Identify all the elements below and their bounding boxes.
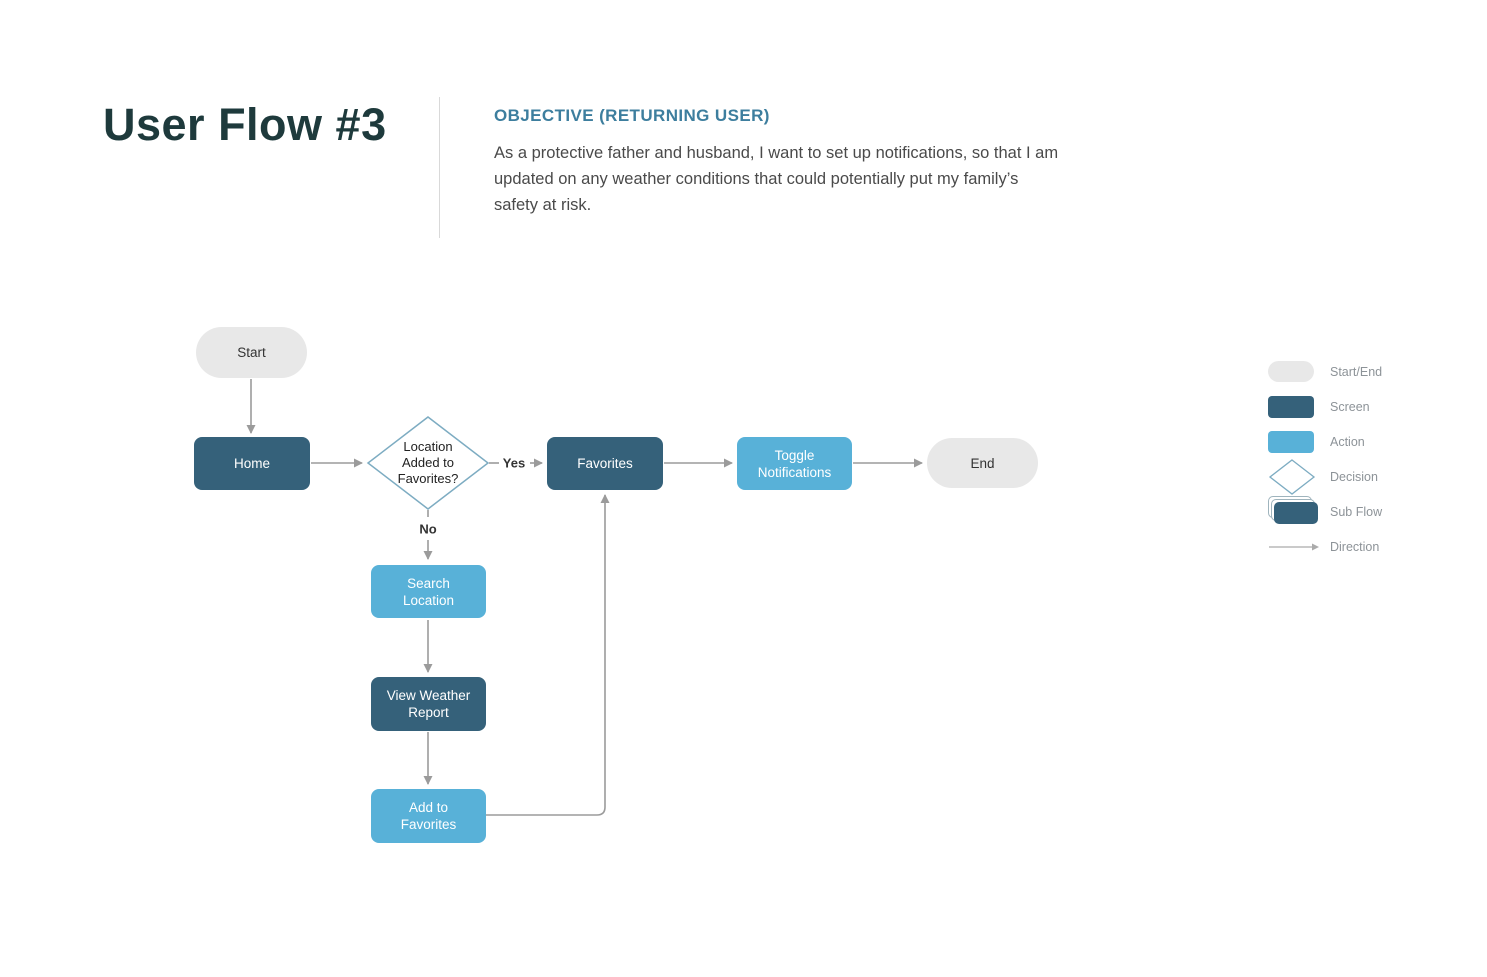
flow-node-search-location: Search Location xyxy=(371,565,486,618)
node-label: Add to Favorites xyxy=(400,800,457,832)
objective-heading: OBJECTIVE (RETURNING USER) xyxy=(494,106,770,125)
action-swatch-icon xyxy=(1268,430,1314,453)
start-end-swatch-icon xyxy=(1268,361,1314,382)
flow-node-add-to-favorites: Add to Favorites xyxy=(371,789,486,843)
edge-label-no: No xyxy=(417,521,439,537)
legend-row-direction: Direction xyxy=(1268,529,1382,564)
decision-swatch-icon xyxy=(1268,458,1316,495)
legend-row-screen: Screen xyxy=(1268,389,1382,424)
edge-add-favorites xyxy=(486,494,610,816)
legend-label: Action xyxy=(1330,434,1365,449)
page-title: User Flow #3 xyxy=(103,99,387,150)
legend-row-decision: Decision xyxy=(1268,458,1382,495)
node-label: End xyxy=(970,455,995,471)
flow-node-end: End xyxy=(927,438,1038,488)
flow-node-home: Home xyxy=(194,437,310,490)
sub-flow-swatch-icon xyxy=(1268,496,1320,527)
node-label: Location Added to Favorites? xyxy=(397,439,459,486)
flow-node-decision: Location Added to Favorites? xyxy=(366,416,490,510)
node-label: Favorites xyxy=(577,456,633,471)
objective-text: As a protective father and husband, I wa… xyxy=(494,144,1059,214)
objective-section: OBJECTIVE (RETURNING USER) As a protecti… xyxy=(494,106,1059,218)
flow-node-view-weather-report: View Weather Report xyxy=(371,677,486,731)
legend-label: Start/End xyxy=(1330,364,1383,379)
flow-node-toggle-notifications: Toggle Notifications xyxy=(737,437,852,490)
legend-row-action: Action xyxy=(1268,424,1382,459)
node-label: Home xyxy=(233,456,270,471)
flow-node-favorites: Favorites xyxy=(547,437,663,490)
node-label: Toggle Notifications xyxy=(757,447,832,480)
flow-node-start: Start xyxy=(196,327,307,378)
direction-arrow-icon xyxy=(1269,543,1319,550)
screen-swatch-icon xyxy=(1268,395,1314,418)
legend-row-start-end: Start/End xyxy=(1268,354,1382,389)
legend-label: Direction xyxy=(1330,539,1380,554)
header-divider xyxy=(439,97,440,238)
node-label: Start xyxy=(237,345,266,360)
legend: Start/End Screen Action Decision Sub xyxy=(1268,354,1382,564)
node-label: View Weather Report xyxy=(386,688,471,720)
node-label: Search Location xyxy=(402,575,455,608)
legend-label: Decision xyxy=(1330,469,1378,484)
legend-label: Screen xyxy=(1330,399,1370,414)
legend-row-subflow: Sub Flow xyxy=(1268,494,1382,529)
decision-diamond-shape xyxy=(366,416,490,510)
legend-label: Sub Flow xyxy=(1330,504,1383,519)
edge-label-yes: Yes xyxy=(500,455,528,471)
